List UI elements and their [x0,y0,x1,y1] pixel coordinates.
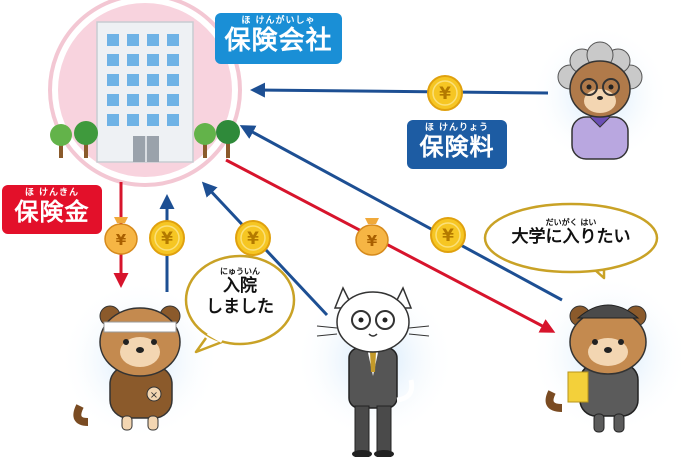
svg-text:¥: ¥ [247,229,259,249]
grandmother-icon [557,41,643,160]
student-raccoon-icon [545,304,647,433]
svg-text:¥: ¥ [442,226,454,246]
arrow-grandmother-to-company [250,82,549,98]
college-ruby: だいがく はい [545,218,597,227]
hospital-line1: 入院 [223,276,257,296]
insurance-company-text: 保険会社 [224,26,333,56]
insurance-company-ruby: ほ けんがいしゃ [241,16,316,26]
svg-text:¥: ¥ [161,229,173,249]
college-speech-text: だいがく はい 大学に入りたい [496,219,646,248]
hospital-speech-text: にゅういん 入院 しました [190,268,290,319]
payout-ruby: ほ けんきん [24,188,80,198]
payout-text: 保険金 [14,198,90,226]
cat-salesman-icon [316,286,430,457]
svg-text:¥: ¥ [367,232,378,250]
premium-label: ほ けんりょう 保険料 [407,120,507,169]
premium-text: 保険料 [419,133,495,161]
speech-bubble-hospital [184,254,296,354]
yen-coin-icon: ¥ ¥ ¥ ¥ [149,75,466,256]
tree-icon [50,120,240,158]
arrow-student-to-company [239,125,563,302]
arrow-cat-to-company [201,181,329,317]
payout-label: ほ けんきん 保険金 [2,185,102,234]
hospital-ruby: にゅういん [220,267,260,276]
svg-text:¥: ¥ [439,84,451,104]
college-line1: 大学に入りたい [511,227,631,247]
insurance-company-label: ほ けんがいしゃ 保険会社 [215,13,342,64]
svg-text:¥: ¥ [116,231,127,249]
hospital-line2: しました [206,297,274,318]
injured-raccoon-icon: × [73,305,181,431]
building-icon [96,21,194,163]
svg-text:×: × [150,390,158,401]
premium-flow-arrows [159,82,563,317]
arrow-company-to-student [225,158,556,333]
money-bag-icon: ¥ ¥ [104,217,389,256]
speech-bubble-college [483,202,659,280]
premium-ruby: ほ けんりょう [424,123,490,133]
